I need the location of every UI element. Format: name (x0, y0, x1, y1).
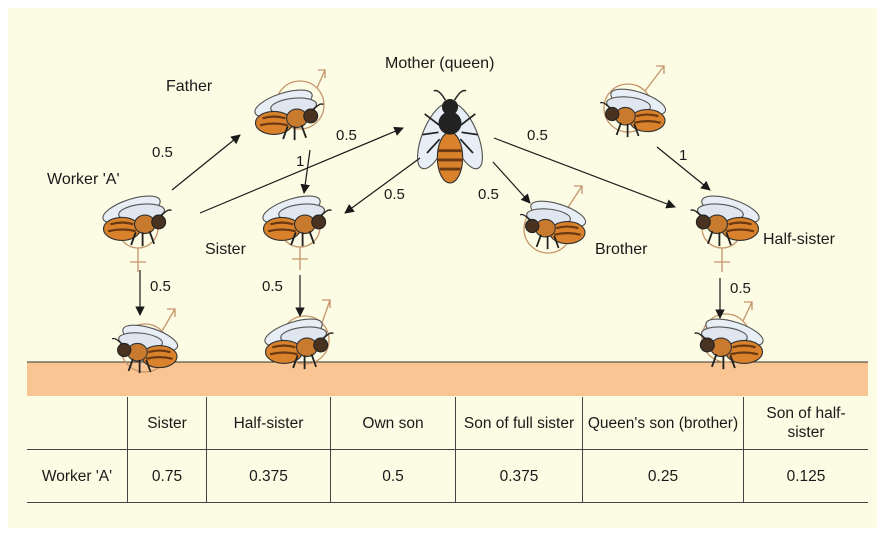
edge-father-sister: 1 (296, 153, 304, 170)
arrow-worker-to-mother (199, 126, 404, 214)
col-header-son-full-sister: Son of full sister (455, 397, 583, 450)
table-header-row: Sister Half-sister Own son Son of full s… (27, 397, 868, 450)
brother-bee (518, 194, 590, 251)
relatedness-diagram: Father Mother (queen) Worker 'A' Sister … (27, 55, 868, 396)
worker-a-bee (98, 189, 173, 248)
cell-queens-son: 0.25 (582, 449, 744, 503)
queen-bee (408, 89, 492, 185)
ground-band (27, 362, 868, 396)
edge-worker-mother: 0.5 (336, 127, 357, 144)
arrow-mother-to-brother (492, 161, 531, 204)
edge-male-half-sister: 1 (679, 147, 687, 164)
half-sister-son-bee (693, 312, 768, 371)
edge-mother-half-sister: 0.5 (527, 127, 548, 144)
cell-son-full-sister: 0.375 (455, 449, 583, 503)
label-brother: Brother (595, 241, 648, 258)
edge-worker-son: 0.5 (150, 278, 171, 295)
relatedness-table: Sister Half-sister Own son Son of full s… (27, 397, 868, 503)
cell-sister: 0.75 (127, 449, 207, 503)
half-sister-bee (689, 189, 764, 248)
table-corner (27, 397, 128, 450)
col-header-half-sister: Half-sister (206, 397, 331, 450)
edge-sister-son: 0.5 (262, 278, 283, 295)
sister-bee (258, 189, 333, 248)
label-worker: Worker 'A' (47, 171, 120, 188)
arrow-worker-to-father (171, 134, 241, 191)
edge-half-sister-son: 0.5 (730, 280, 751, 297)
arrow-father-to-sister (300, 149, 311, 194)
col-header-own-son: Own son (330, 397, 456, 450)
table-row: Worker 'A' 0.75 0.375 0.5 0.375 0.25 0.1… (27, 449, 868, 503)
label-sister: Sister (205, 241, 247, 258)
col-header-sister: Sister (127, 397, 207, 450)
col-header-son-half-sister: Son of half-sister (743, 397, 868, 450)
label-father: Father (166, 78, 213, 95)
cell-own-son: 0.5 (330, 449, 456, 503)
edge-mother-sister: 0.5 (384, 186, 405, 203)
cell-son-half-sister: 0.125 (743, 449, 868, 503)
cell-half-sister: 0.375 (206, 449, 331, 503)
col-header-queens-son: Queen's son (brother) (582, 397, 744, 450)
edge-mother-brother: 0.5 (478, 186, 499, 203)
father-bee (250, 83, 325, 142)
label-half-sister: Half-sister (763, 231, 836, 248)
arrow-mother-to-sister (344, 157, 421, 214)
label-mother: Mother (queen) (385, 55, 494, 72)
arrow-male-to-half-sister (656, 146, 711, 191)
arrow-mother-to-half-sister (493, 137, 676, 209)
edge-worker-father: 0.5 (152, 144, 173, 161)
row-label: Worker 'A' (27, 449, 128, 503)
